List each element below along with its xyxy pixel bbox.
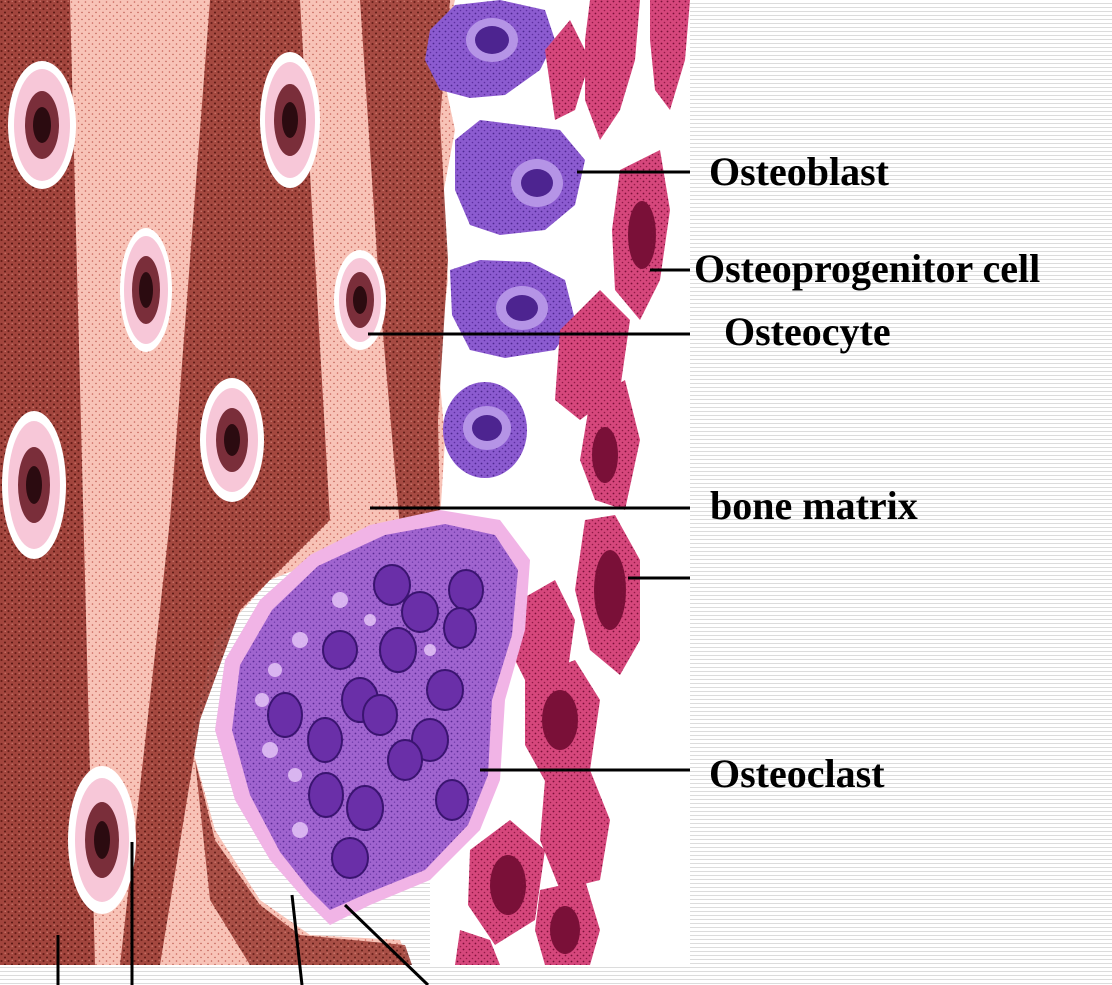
- label-osteoclast: Osteoclast: [709, 754, 885, 794]
- osteocyte: [120, 228, 172, 352]
- osteocyte: [260, 52, 320, 188]
- label-osteocyte: Osteocyte: [724, 312, 891, 352]
- label-bone-matrix: bone matrix: [710, 486, 918, 526]
- osteocyte: [68, 766, 136, 914]
- osteocyte: [200, 378, 264, 502]
- label-osteoprogenitor-cell: Osteoprogenitor cell: [694, 249, 1040, 289]
- osteocyte: [8, 61, 76, 189]
- label-osteoblast: Osteoblast: [709, 152, 889, 192]
- osteocyte: [2, 411, 66, 559]
